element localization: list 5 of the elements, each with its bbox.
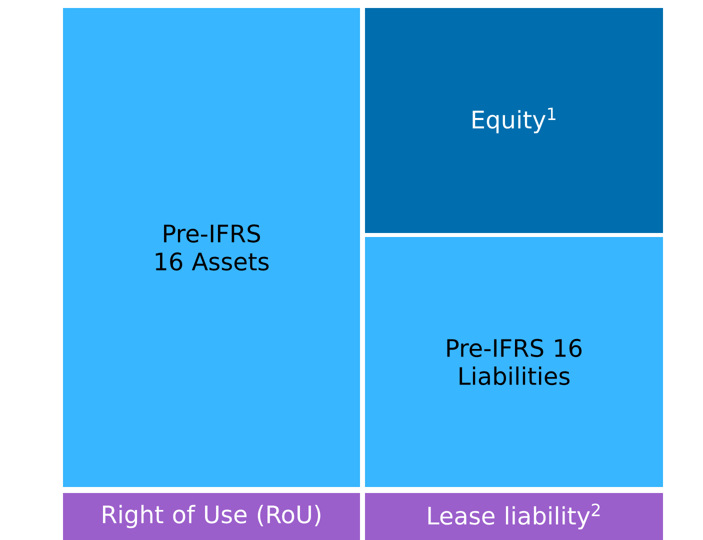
- equity-block: Equity$^{1}$: [365, 8, 663, 233]
- asset-block: Pre-IFRS 16 Assets: [63, 8, 360, 487]
- liability-block: Pre-IFRS 16 Liabilities: [365, 237, 663, 487]
- liability-bar: Lease liability$^{2}$: [365, 493, 663, 540]
- asset-bar: Right of Use (RoU): [63, 493, 360, 540]
